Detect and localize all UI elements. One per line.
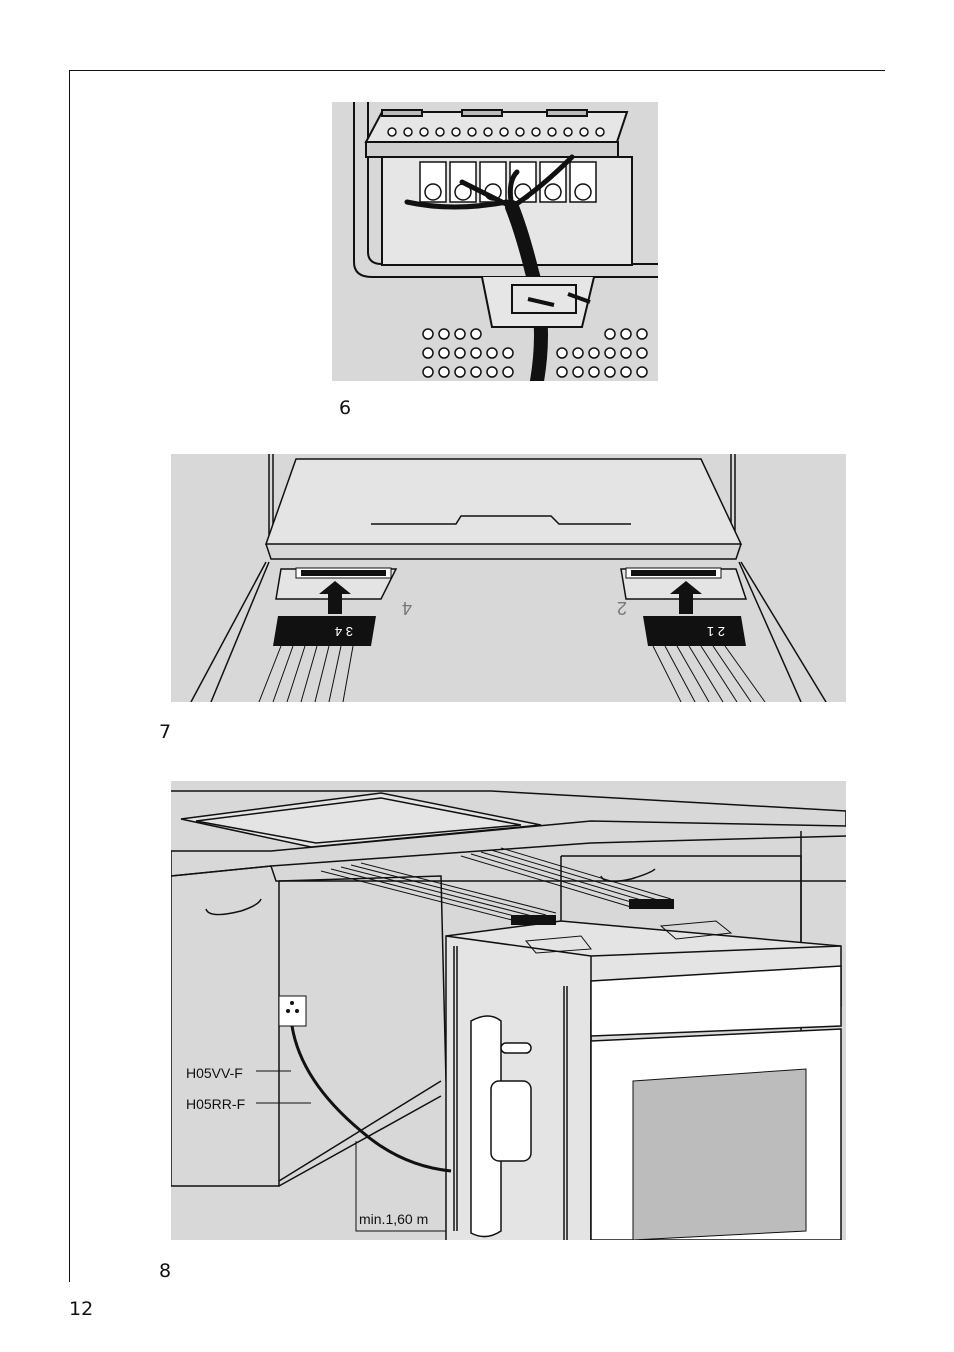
connector-socket-left	[296, 568, 391, 578]
figure-6-terminal-block	[332, 102, 658, 381]
mains-cable	[292, 1026, 451, 1171]
connector-plug-left: 3 4	[273, 616, 376, 646]
cable-label-h05vv-f: H05VV-F	[186, 1065, 243, 1081]
figure-6-illustration	[332, 102, 658, 381]
page-number: 12	[69, 1298, 93, 1320]
figure-8-illustration: H05VV-F H05RR-F min.1,60 m	[171, 781, 846, 1240]
oven-window	[633, 1069, 806, 1240]
connector-socket-right	[626, 568, 721, 578]
figure-7-illustration: 3 4 2 1 4 2	[171, 454, 846, 702]
figure-6-caption: 6	[339, 398, 351, 418]
cable-clamp	[482, 277, 594, 327]
connector-wires	[259, 646, 765, 702]
page-left-rule	[69, 70, 70, 1282]
connector-plug-right: 2 1	[643, 616, 746, 646]
connector-left-label: 3 4	[335, 624, 353, 639]
cable-label-h05rr-f: H05RR-F	[186, 1096, 245, 1112]
figure-7-caption: 7	[159, 722, 171, 742]
page-top-rule	[69, 70, 885, 71]
figure-8-caption: 8	[159, 1261, 171, 1281]
slot-right-label: 2	[617, 598, 627, 618]
figure-8-installation: H05VV-F H05RR-F min.1,60 m	[171, 781, 846, 1240]
slot-left-label: 4	[402, 598, 412, 618]
figure-7-connectors: 3 4 2 1 4 2	[171, 454, 846, 702]
connector-right-label: 2 1	[707, 624, 725, 639]
distance-label: min.1,60 m	[359, 1211, 428, 1227]
wall-socket	[279, 996, 306, 1026]
